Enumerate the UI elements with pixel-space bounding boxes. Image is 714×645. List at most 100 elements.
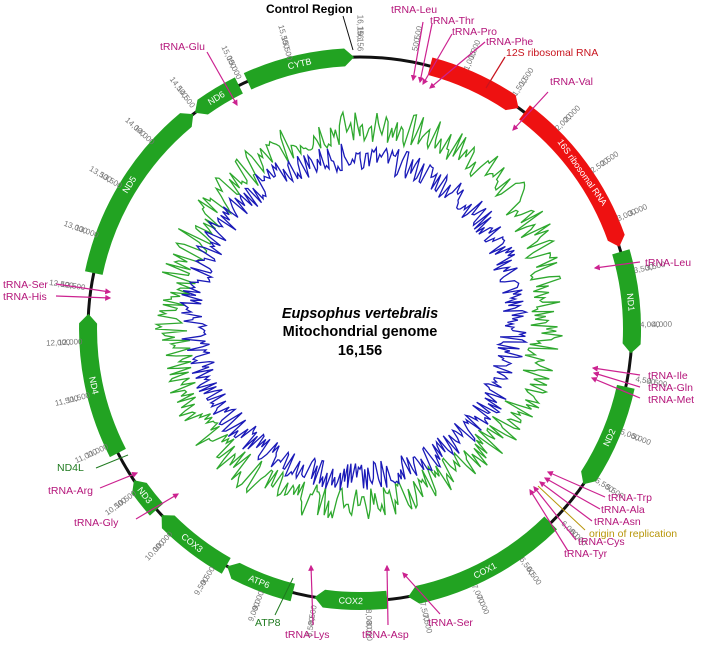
tick-label: 4,500 [647, 377, 669, 390]
tick-label: 7,500 [421, 613, 434, 635]
arrow-rrna-12s [485, 56, 506, 89]
arrow-trna-tyr [529, 488, 569, 552]
tick-label: 3,500 [633, 262, 655, 275]
tick-label: 11,500 [66, 391, 92, 406]
tick-label: 7,000 [470, 583, 487, 605]
arrow-trna-asp [384, 564, 391, 626]
label-rrna-12s: 12S ribosomal RNA [506, 47, 598, 59]
gene-label: ND1 [625, 293, 637, 312]
label-trna-gly: tRNA-Gly [74, 517, 119, 529]
arrow-trna-ser-bottom [402, 572, 441, 615]
gene-atp6 [227, 562, 295, 602]
label-trna-pro: tRNA-Pro [452, 26, 497, 38]
tick-label: 7,500 [418, 601, 431, 623]
label-trna-his: tRNA-His [3, 291, 47, 303]
arrow-trna-ile [591, 365, 641, 376]
gene-nd1 [612, 249, 642, 354]
tick-label: 4,500 [635, 374, 657, 387]
tick-label: 4,000 [640, 320, 661, 329]
label-atp8: ATP8 [255, 617, 281, 629]
tick-label: 11,000 [84, 442, 110, 460]
tick-label: 15,500 [279, 35, 294, 61]
tick-label: 8,000 [364, 621, 374, 642]
label-trna-ile: tRNA-Ile [648, 370, 688, 382]
label-trna-asp: tRNA-Asp [362, 629, 409, 641]
label-trna-tyr: tRNA-Tyr [564, 548, 608, 560]
tick-label: 16,156 [356, 27, 365, 52]
gene-nd2 [581, 384, 635, 485]
tick-label: 13,500 [98, 170, 124, 191]
tick-label: 16,156 [356, 15, 365, 40]
arrow-trna-ser-left [55, 283, 112, 295]
label-trna-cys: tRNA-Cys [578, 536, 625, 548]
arrow-trna-his [55, 294, 112, 301]
gene-cytb [243, 48, 355, 90]
pointer-origin [537, 485, 586, 531]
gene-cox2 [314, 589, 389, 610]
arrow-trna-leu-top [410, 21, 424, 82]
label-trna-gln: tRNA-Gln [648, 382, 693, 394]
label-trna-lys: tRNA-Lys [285, 629, 330, 641]
tick-label: 8,000 [364, 609, 374, 630]
gene-label: 16S ribosomal RNA [555, 137, 609, 207]
label-trna-leu-right: tRNA-Leu [645, 257, 691, 269]
species-name: Eupsophus vertebralis [282, 306, 438, 322]
tick-label: 500 [410, 37, 422, 52]
arrow-trna-glu [206, 51, 238, 107]
gene-nd4 [79, 313, 126, 458]
gene-12s-ribosomal-rna [427, 57, 519, 111]
arrow-trna-met [590, 377, 641, 399]
tick-label: 3,500 [645, 260, 667, 273]
label-trna-ser-bottom: tRNA-Ser [428, 617, 473, 629]
arrow-trna-val [512, 91, 549, 131]
gene-16s-ribosomal-rna [519, 105, 625, 247]
tick-label: 3,000 [616, 207, 638, 223]
arrow-trna-arg [99, 472, 139, 489]
genome-length: 16,156 [338, 343, 382, 359]
gene-nd5 [85, 113, 194, 275]
pointer-atp8 [274, 577, 294, 616]
tick-label: 9,000 [250, 589, 266, 611]
gene-nd6 [195, 77, 243, 115]
label-trna-met: tRNA-Met [648, 394, 694, 406]
label-trna-leu-top: tRNA-Leu [391, 4, 437, 16]
gene-label: ND4 [87, 376, 101, 396]
arrow-trna-lys [308, 564, 315, 626]
tick-label: 500 [413, 25, 425, 40]
pointer-control-region [342, 15, 354, 51]
annotation-labels: Control Region tRNA-Leu tRNA-Thr tRNA-Pr… [3, 2, 694, 641]
tick-label: 14,500 [175, 85, 197, 110]
label-trna-thr: tRNA-Thr [430, 15, 475, 27]
arrow-trna-asn [539, 481, 593, 522]
arrow-trna-phe [429, 41, 486, 89]
tick-label: 12,000 [46, 338, 71, 348]
tick-label: 12,000 [58, 337, 83, 347]
label-trna-arg: tRNA-Arg [48, 485, 93, 497]
label-origin-of-replication: origin of replication [589, 528, 677, 540]
tick-label: 14,000 [132, 124, 157, 147]
tick-label: 5,000 [619, 427, 641, 443]
arrow-trna-cys [533, 486, 577, 541]
arrow-trna-gly [135, 493, 180, 520]
arrow-trna-trp [546, 471, 606, 498]
gene-cox3 [161, 515, 231, 574]
label-trna-val: tRNA-Val [550, 76, 593, 88]
trna-arrows [55, 15, 641, 626]
gene-label: COX2 [338, 595, 363, 606]
label-trna-asn: tRNA-Asn [594, 516, 641, 528]
label-trna-trp: tRNA-Trp [608, 492, 652, 504]
tick-label: 4,000 [652, 320, 673, 329]
gene-cox1 [408, 516, 557, 604]
arrow-trna-ala [543, 477, 601, 510]
label-trna-glu: tRNA-Glu [160, 41, 205, 53]
gc-skew-green-trace [154, 110, 563, 520]
arrow-trna-pro [422, 33, 453, 86]
control-region-label: Control Region [266, 2, 353, 16]
label-trna-phe: tRNA-Phe [486, 36, 533, 48]
arrow-trna-leu-right [593, 261, 641, 271]
tick-label: 10,500 [113, 488, 139, 510]
pointer-nd4l [95, 454, 129, 469]
arrow-trna-thr [418, 23, 433, 84]
